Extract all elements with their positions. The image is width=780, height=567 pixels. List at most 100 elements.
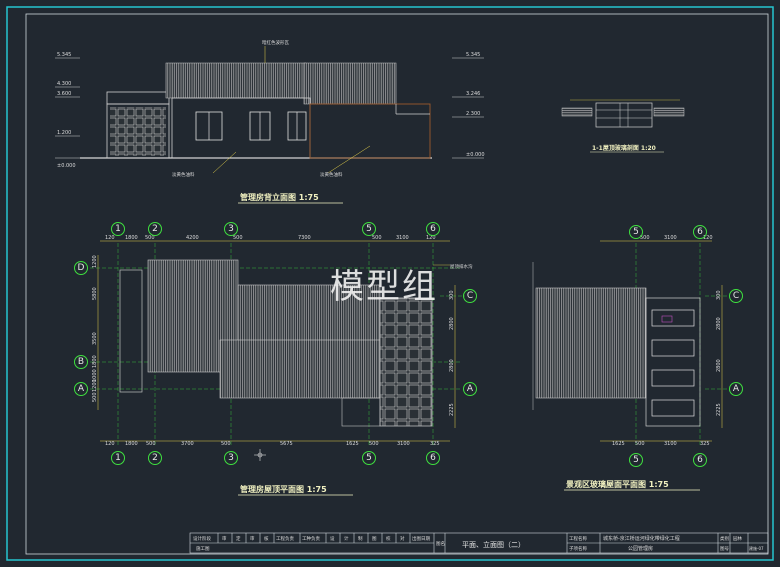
rp-left-dim-4: 1000 — [92, 369, 98, 382]
roof-plan-axes — [74, 222, 477, 465]
rp-top-dim-5: 7300 — [298, 235, 311, 241]
roof-note: 暗红色波形瓦 — [262, 39, 289, 46]
gp-right-dim-2: 2800 — [716, 359, 722, 372]
tb-type-value: 园林 — [733, 535, 742, 542]
section-detail — [561, 99, 685, 128]
tb-phase: 施工图 — [196, 545, 210, 552]
rp-axis-top-3: 3 — [228, 224, 234, 234]
right-level-0: 5.345 — [466, 52, 480, 58]
paint-note-left: 淡黄色油料 — [172, 171, 195, 178]
gp-axis-bot-5: 5 — [633, 455, 639, 465]
rp-left-dim-2: 3500 — [92, 332, 98, 345]
section-title: 1-1屋顶玻璃剖面 1:20 — [592, 144, 656, 152]
gp-axis-right-a: A — [733, 384, 740, 394]
tb-sub-name: 公园管理房 — [628, 545, 653, 552]
rp-right-dim-3: 2225 — [449, 403, 455, 416]
tb-project-label: 工程名称 — [569, 535, 587, 542]
watermark: 模型组 — [330, 267, 438, 307]
tb-drawing-name: 平面、立面图（二） — [462, 540, 525, 549]
sheet-frame-outer — [6, 6, 774, 561]
tb-h5: 工程负责 — [276, 535, 294, 542]
tb-h3: 审 — [250, 535, 255, 542]
tb-number-value: 建施-07 — [749, 545, 764, 551]
rp-bot-dim-2: 500 — [146, 441, 156, 447]
tb-h6: 工种负责 — [302, 535, 320, 542]
rp-left-dim-0: 1200 — [92, 255, 98, 268]
tb-h10: 图 — [372, 536, 377, 542]
left-level-2: 3.600 — [57, 91, 71, 97]
left-level-4: ±0.000 — [57, 163, 76, 169]
rp-axis-left-d: D — [78, 263, 85, 273]
rp-bot-dim-9: 325 — [430, 441, 440, 447]
rp-bot-dim-6: 1625 — [346, 441, 359, 447]
rp-bot-dim-3: 3700 — [181, 441, 194, 447]
garage-parapet — [106, 91, 170, 105]
gp-top-dim-2: 120 — [703, 235, 713, 241]
rp-axis-bot-6: 6 — [430, 453, 436, 463]
gp-right-dim-1: 2800 — [716, 317, 722, 330]
tb-h2: 定 — [236, 535, 241, 542]
roof-plan — [90, 240, 465, 461]
gp-bot-dim-3: 325 — [700, 441, 710, 447]
tb-type-label: 类别 — [720, 535, 729, 542]
rp-axis-bot-5: 5 — [366, 453, 372, 463]
tb-h11: 校 — [386, 535, 391, 542]
tb-number-label: 图号 — [720, 546, 729, 552]
rp-axis-bot-3: 3 — [228, 453, 234, 463]
tb-h8: 计 — [344, 535, 349, 542]
gp-bot-dim-2: 3100 — [664, 441, 677, 447]
rp-axis-bot-2: 2 — [152, 453, 158, 463]
tb-h12: 对 — [400, 535, 405, 542]
rp-top-dim-3: 4200 — [186, 235, 199, 241]
garage-glass — [110, 107, 166, 156]
main-roof — [165, 62, 307, 99]
paint-note-right: 淡黄色油料 — [320, 171, 343, 178]
rp-axis-left-b: B — [78, 357, 84, 367]
tb-h1: 审 — [222, 535, 227, 542]
tb-h7: 设 — [330, 535, 335, 542]
gp-axis-top-6: 6 — [697, 227, 703, 237]
rp-top-dim-1: 1800 — [125, 235, 138, 241]
left-level-3: 1.200 — [57, 130, 71, 136]
rp-axis-right-c: C — [467, 291, 473, 301]
rp-axis-right-a: A — [467, 384, 474, 394]
right-level-2: 2.300 — [466, 111, 480, 117]
rp-left-dim-1: 5800 — [92, 287, 98, 300]
gp-bot-dim-0: 1625 — [612, 441, 625, 447]
rp-right-dim-2: 2800 — [449, 359, 455, 372]
rp-axis-top-2: 2 — [152, 224, 158, 234]
gp-axis-bot-6: 6 — [697, 455, 703, 465]
rp-bot-dim-7: 500 — [369, 441, 379, 447]
left-level-marks — [55, 57, 80, 159]
gp-right-dim-3: 2225 — [716, 403, 722, 416]
left-level-0: 5.345 — [57, 52, 71, 58]
rp-left-dim-6: 500 — [92, 392, 98, 402]
rp-right-dim-1: 2800 — [449, 317, 455, 330]
rp-top-dim-4: 500 — [233, 235, 243, 241]
tb-h4: 核 — [264, 535, 269, 542]
glass-plan — [532, 240, 730, 445]
sheet-frame-inner — [25, 13, 769, 555]
rp-left-dim-3: 1800 — [92, 355, 98, 368]
gp-axis-right-c: C — [733, 291, 739, 301]
rp-bot-dim-0: 120 — [105, 441, 115, 447]
gp-axis-top-5: 5 — [633, 227, 639, 237]
rp-top-dim-8: 120 — [426, 235, 436, 241]
gp-top-dim-1: 3100 — [664, 235, 677, 241]
rp-top-dim-2: 500 — [145, 235, 155, 241]
rp-note: 屋顶排水沟 — [450, 263, 473, 270]
tb-h0: 设计阶段 — [193, 535, 211, 542]
right-level-3: ±0.000 — [466, 152, 485, 158]
rp-bot-dim-1: 1800 — [125, 441, 138, 447]
right-roof — [303, 62, 397, 105]
elevation-title: 管理房背立面图 1:75 — [240, 192, 319, 202]
right-level-1: 3.246 — [466, 91, 480, 97]
rp-axis-top-1: 1 — [115, 224, 121, 234]
gp-bot-dim-1: 500 — [635, 441, 645, 447]
gp-right-dim-0: 300 — [716, 290, 722, 300]
gp-top-dim-0: 500 — [640, 235, 650, 241]
left-level-1: 4.300 — [57, 81, 71, 87]
right-wall — [309, 103, 431, 159]
rp-right-dim-0: 300 — [449, 290, 455, 300]
